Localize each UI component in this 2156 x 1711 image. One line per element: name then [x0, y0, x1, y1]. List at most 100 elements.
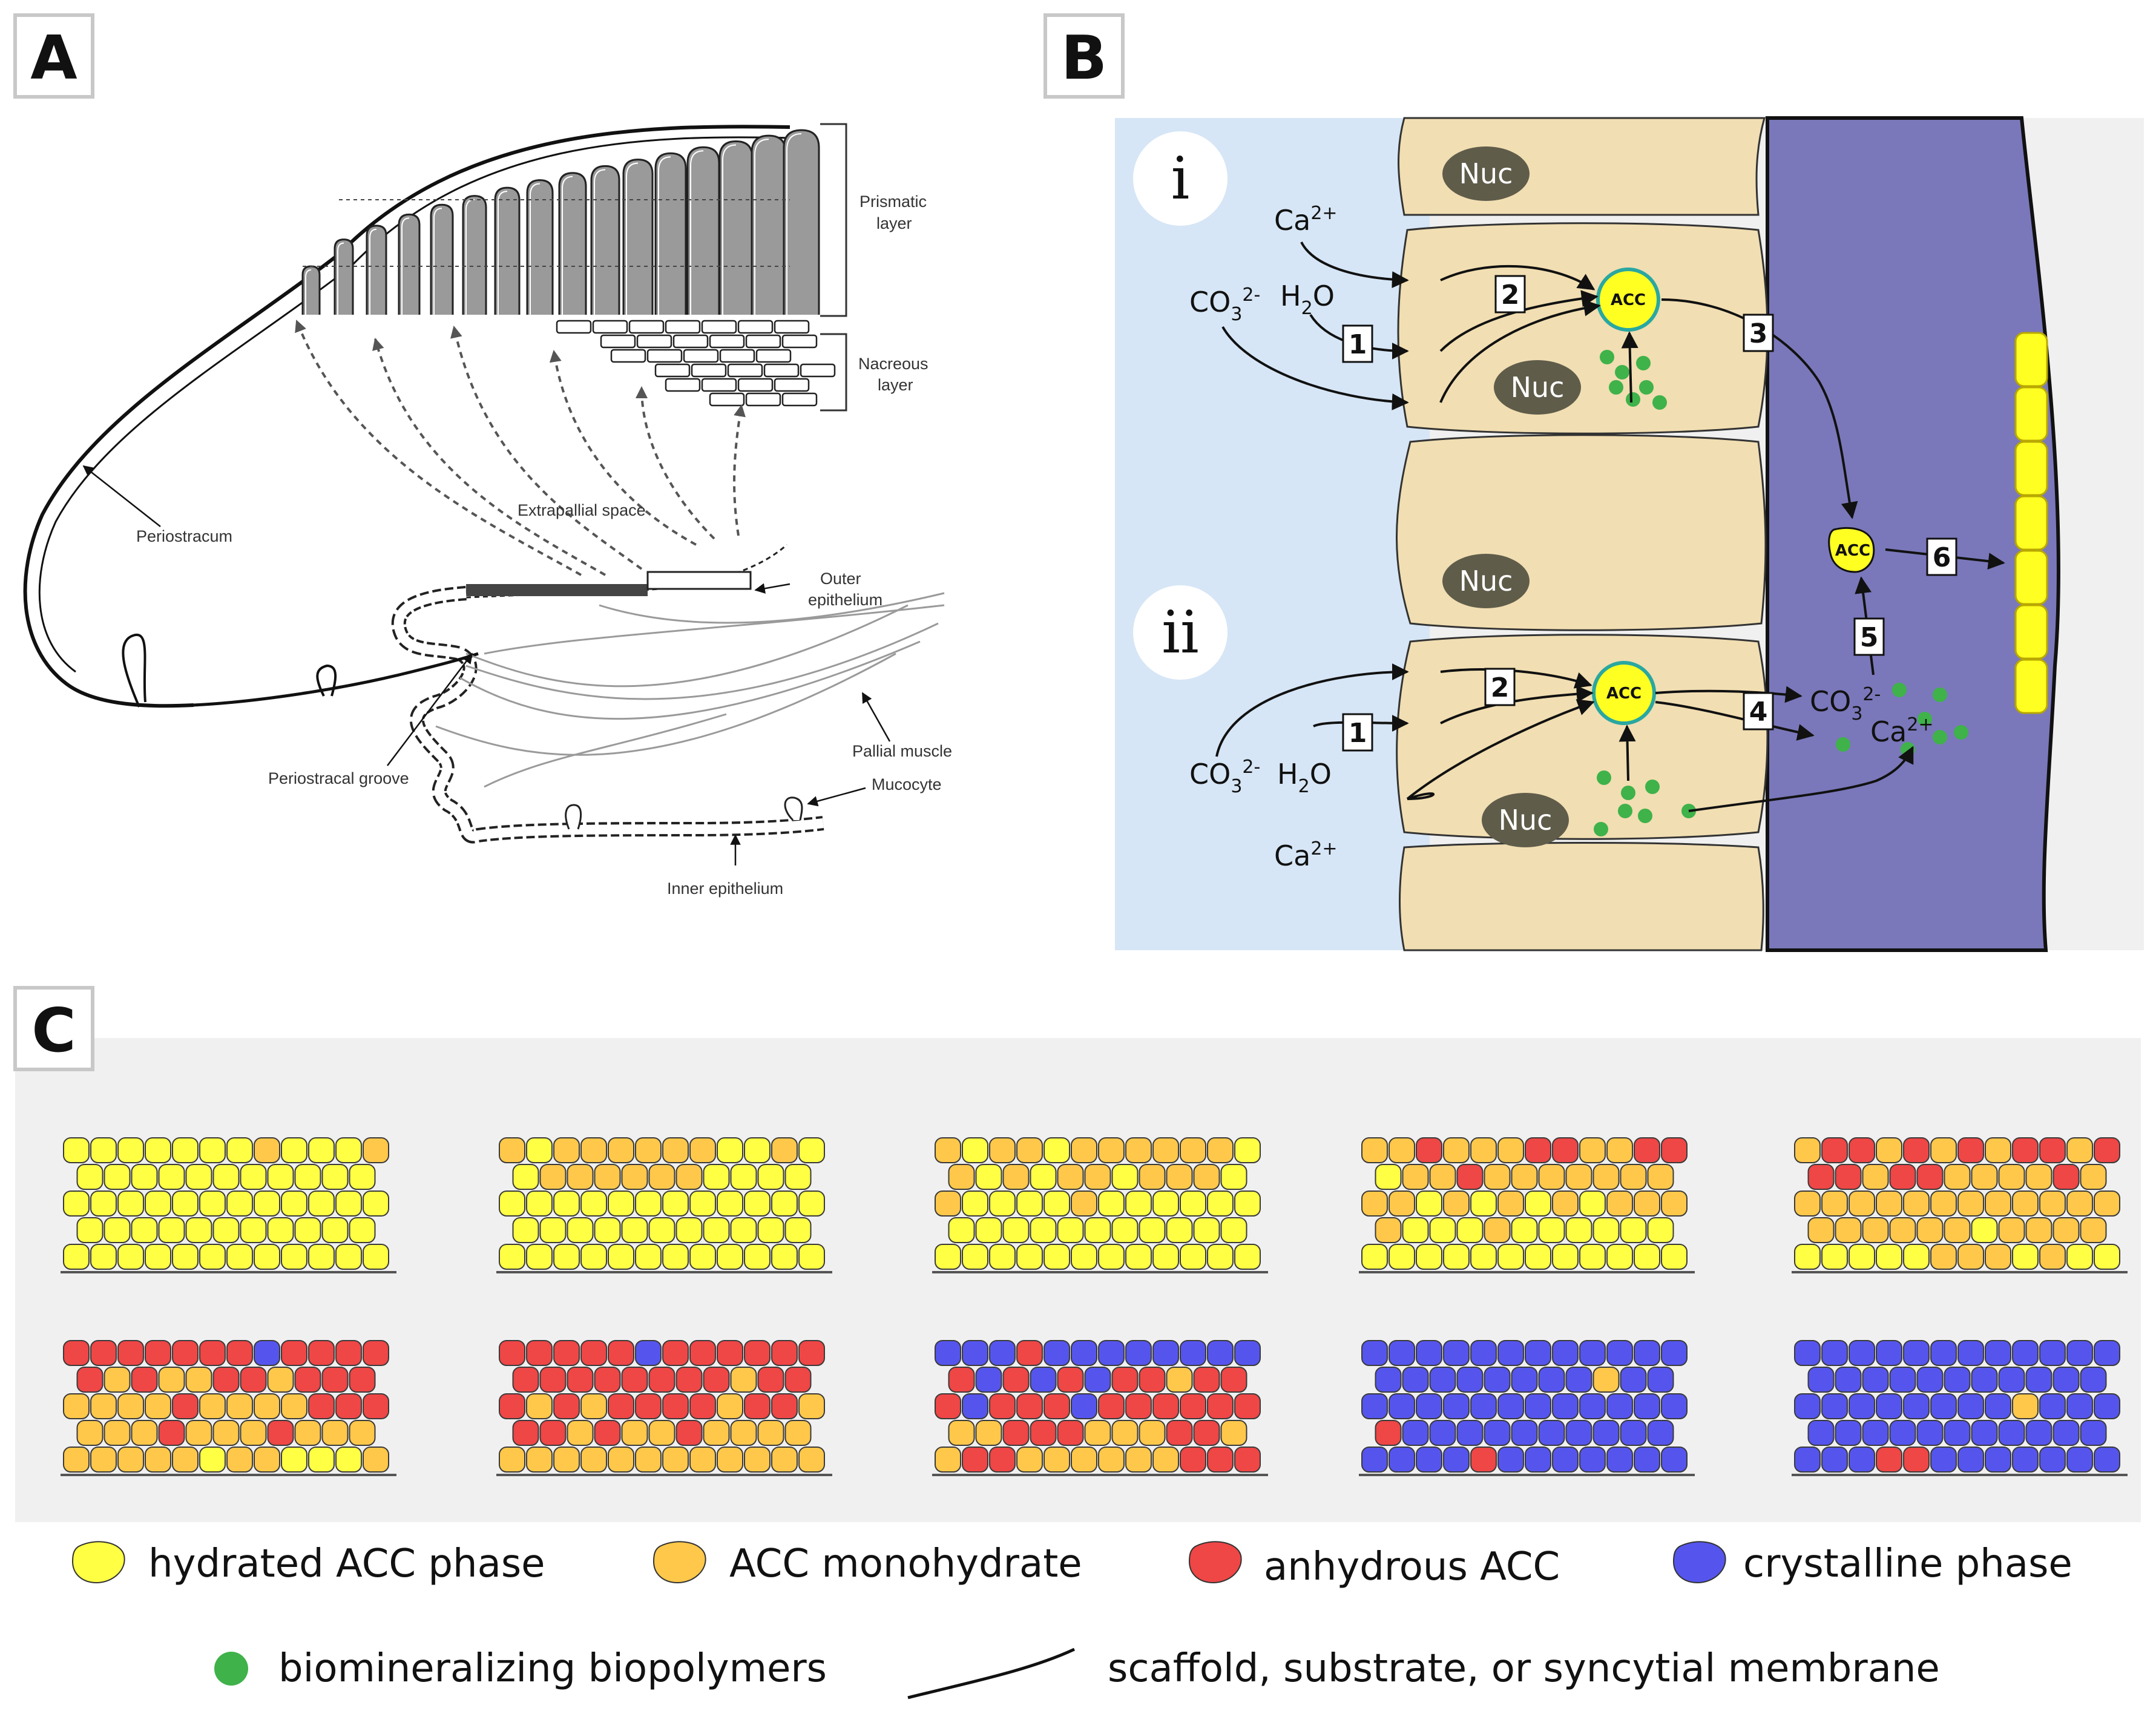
phase-cell	[63, 1190, 90, 1217]
phase-cell	[499, 1393, 525, 1419]
phase-cell	[703, 1164, 730, 1190]
pathway-ii-label: ii	[1162, 599, 1198, 666]
biopolymer-dots	[1594, 350, 1968, 836]
phase-cell	[2012, 1190, 2039, 1217]
phase-cell	[1152, 1137, 1179, 1163]
nacreous-layer	[556, 320, 836, 407]
phase-cell	[1166, 1217, 1193, 1243]
prism-highlight	[401, 217, 410, 315]
phase-cell	[1166, 1164, 1193, 1190]
phase-cell	[580, 1447, 607, 1473]
phase-cell	[1525, 1340, 1551, 1366]
phase-cell	[1443, 1137, 1470, 1163]
phase-cell	[1661, 1244, 1688, 1270]
nacre-tablet	[665, 320, 701, 334]
step-number: 2	[1501, 280, 1520, 310]
phase-cell	[185, 1217, 212, 1243]
phase-cell	[730, 1367, 757, 1393]
prism-column	[590, 165, 620, 315]
phase-cell	[553, 1393, 580, 1419]
phase-cell	[1071, 1447, 1097, 1473]
phase-cell	[1207, 1393, 1234, 1419]
phase-cell	[117, 1447, 144, 1473]
phase-cell	[621, 1420, 648, 1446]
phase-cell	[1111, 1164, 1139, 1190]
phase-cell	[1389, 1447, 1415, 1473]
phase-cell	[1484, 1420, 1511, 1446]
outer-epithelium-label-1: Outer	[820, 570, 861, 588]
phase-cell	[935, 1244, 961, 1270]
phase-cell	[2080, 1217, 2107, 1243]
phase-cell	[962, 1340, 988, 1366]
phase-cell	[1579, 1244, 1606, 1270]
phase-cell	[1139, 1367, 1166, 1393]
acc-vesicle-i: ACC	[1596, 268, 1660, 332]
phase-cell	[975, 1217, 1002, 1243]
phase-cell	[1071, 1137, 1097, 1163]
phase-cell	[1552, 1393, 1579, 1419]
phase-cell	[90, 1393, 117, 1419]
phase-cell	[1220, 1367, 1247, 1393]
phase-cell	[1821, 1244, 1848, 1270]
phase-cell	[2039, 1447, 2066, 1473]
phase-cell	[226, 1190, 253, 1217]
prism-column	[751, 134, 787, 315]
phase-cell	[1794, 1244, 1821, 1270]
phase-cell	[784, 1164, 812, 1190]
phase-cell	[1538, 1367, 1565, 1393]
phase-cell	[1416, 1393, 1442, 1419]
phase-cell	[989, 1190, 1016, 1217]
phase-cell	[308, 1137, 335, 1163]
phase-cell	[744, 1190, 771, 1217]
phase-cell	[1985, 1137, 2011, 1163]
nucleus-2	[1494, 360, 1581, 415]
phase-cell	[1538, 1217, 1565, 1243]
phase-cell	[131, 1420, 158, 1446]
seawater-region	[1115, 118, 1430, 950]
phase-cell	[267, 1217, 294, 1243]
phase-cell	[335, 1393, 362, 1419]
phase-cell	[308, 1190, 335, 1217]
phase-cell	[567, 1420, 594, 1446]
phase-cell	[553, 1447, 580, 1473]
phase-cell	[2052, 1420, 2080, 1446]
phase-cell	[1470, 1393, 1497, 1419]
phase-cell	[2039, 1190, 2066, 1217]
crystal-stack	[2014, 332, 2048, 714]
phase-cell	[935, 1137, 961, 1163]
phase-cell	[1180, 1447, 1206, 1473]
phase-cell	[1930, 1447, 1957, 1473]
nacreous-label-2: layer	[878, 376, 913, 394]
phase-cell	[1579, 1340, 1606, 1366]
phase-cell	[1592, 1217, 1620, 1243]
phase-cell	[553, 1244, 580, 1270]
phase-cell	[1606, 1190, 1633, 1217]
phase-cell	[1661, 1393, 1688, 1419]
phase-cell	[2039, 1244, 2066, 1270]
phase-cell	[1002, 1217, 1030, 1243]
phase-cell	[662, 1340, 689, 1366]
phase-cell	[1456, 1420, 1484, 1446]
panel-b-letter-box	[1043, 13, 1125, 99]
phase-cell	[145, 1190, 171, 1217]
phase-cell	[212, 1217, 240, 1243]
phase-cell	[226, 1340, 253, 1366]
ion-water-i: H2O	[1280, 280, 1335, 319]
biopolymer-dot	[1626, 392, 1640, 407]
phase-cell	[1606, 1340, 1633, 1366]
prism-column	[366, 225, 387, 315]
nucleus-1	[1442, 146, 1530, 201]
phase-cell	[185, 1420, 212, 1446]
phase-cell	[2094, 1447, 2120, 1473]
phase-cell	[526, 1190, 553, 1217]
leader-mucocyte	[807, 787, 866, 807]
phase-cell	[1620, 1217, 1647, 1243]
phase-cell	[512, 1420, 539, 1446]
phase-cell	[2080, 1367, 2107, 1393]
phase-cell	[212, 1367, 240, 1393]
periostracum-bump-1	[122, 633, 146, 708]
phase-cell	[1470, 1137, 1497, 1163]
nacre-tablet	[800, 363, 836, 378]
phase-cell	[1511, 1217, 1538, 1243]
phase-cell	[1002, 1164, 1030, 1190]
